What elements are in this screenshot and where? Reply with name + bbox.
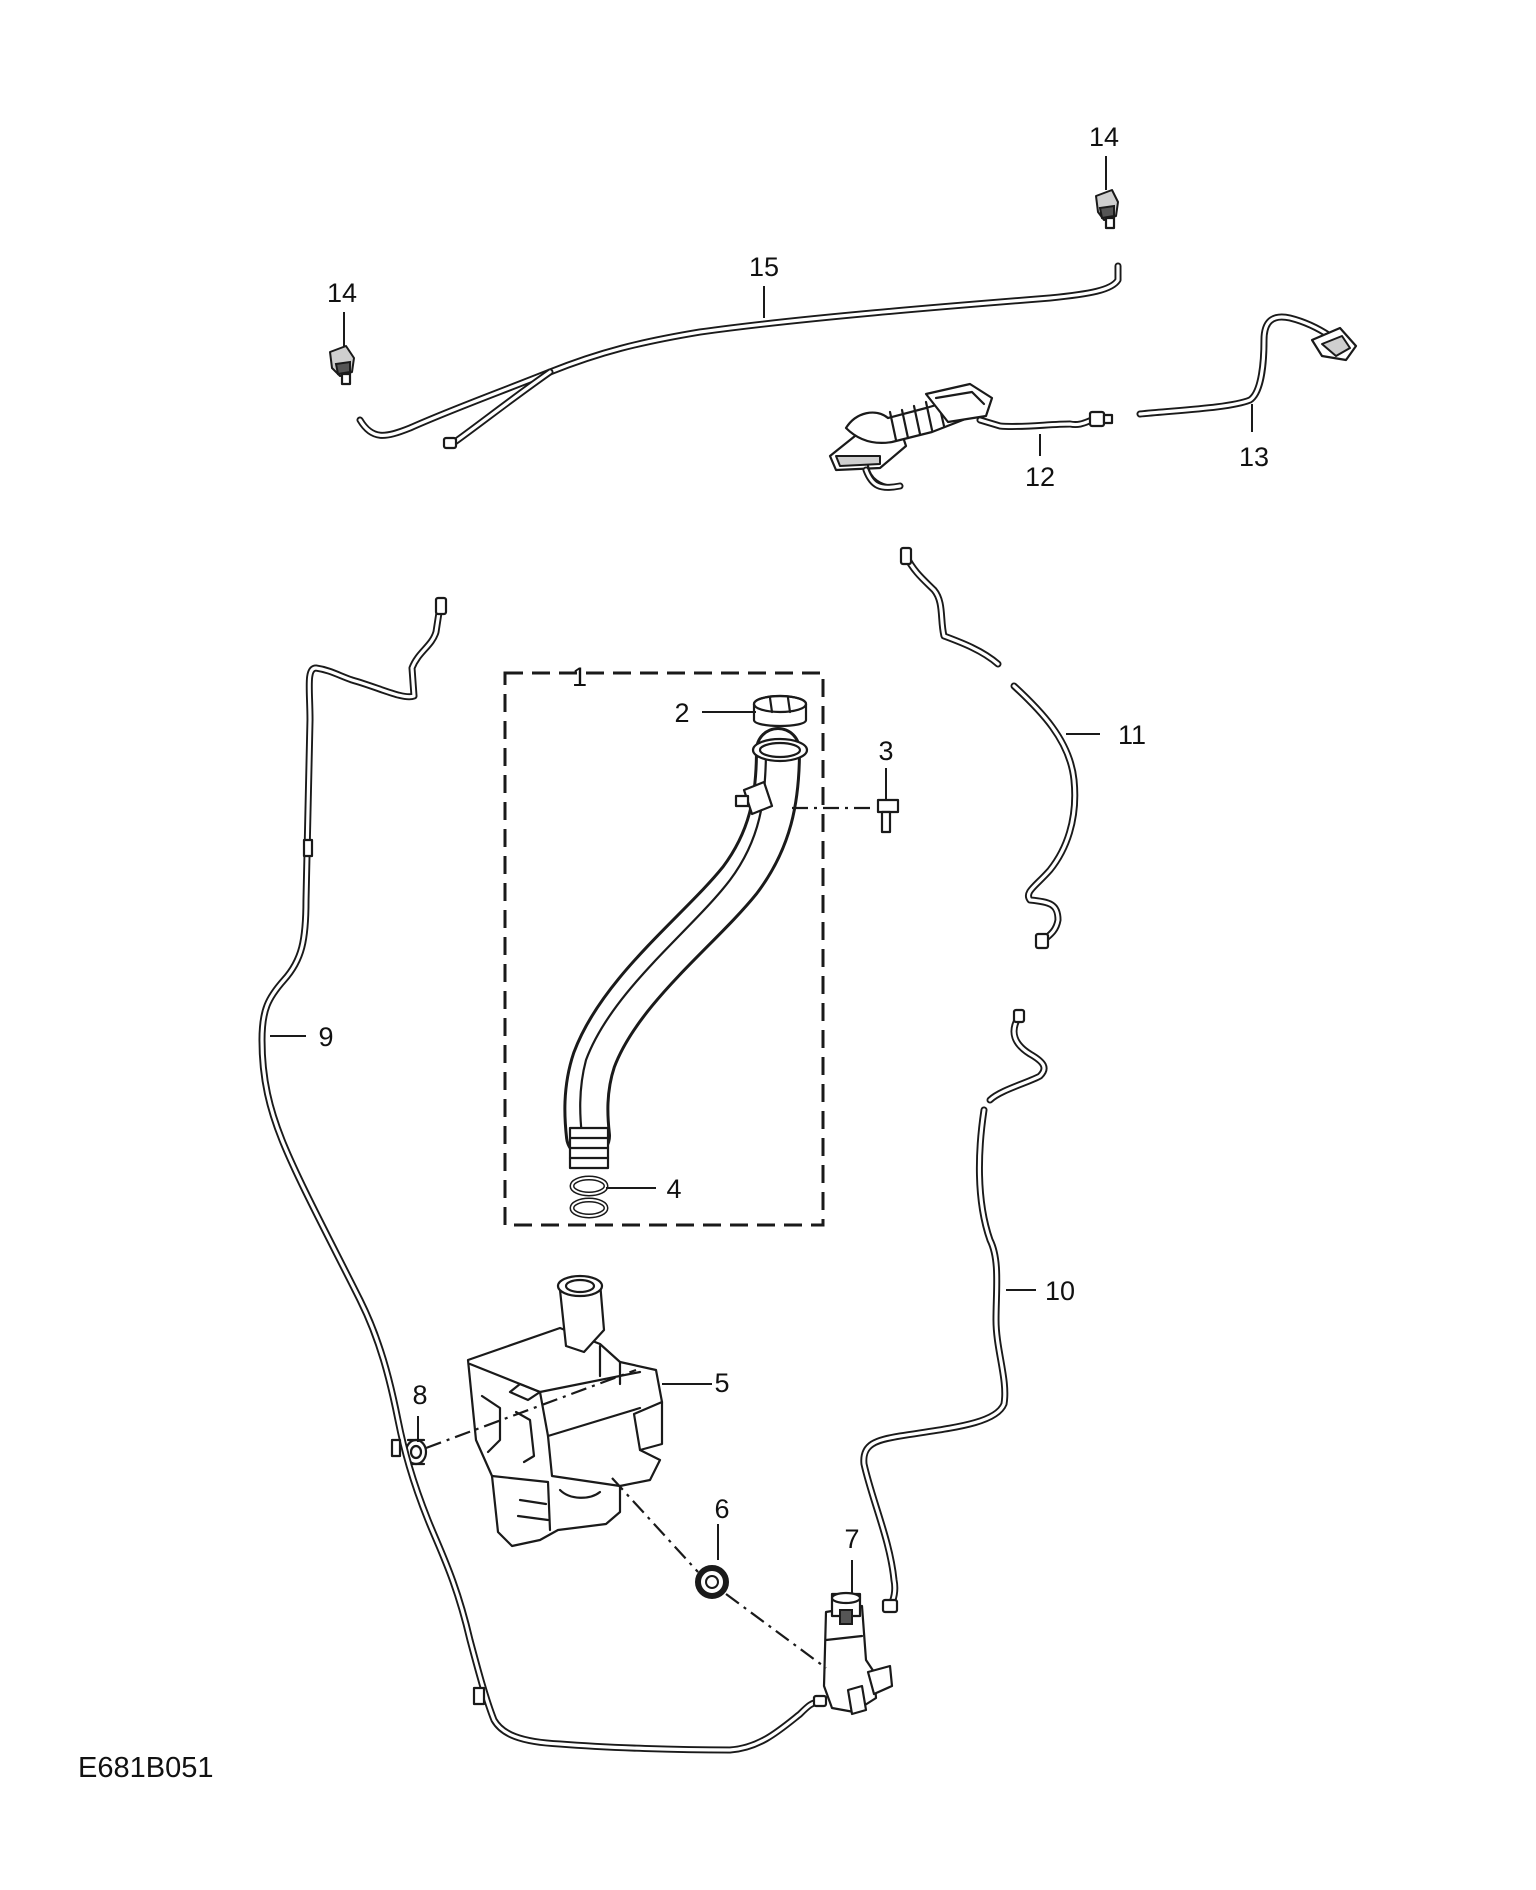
callout-10: 10 (1045, 1276, 1075, 1306)
callout-11: 11 (1118, 720, 1146, 750)
part-10-hose (860, 1008, 1048, 1614)
diagram-reference-code: E681B051 (78, 1752, 214, 1784)
part-8-bolt-icon (404, 1438, 428, 1466)
callout-12: 12 (1025, 462, 1055, 492)
part-15-hose (356, 262, 1122, 450)
part-9-hose (258, 596, 828, 1754)
callout-3: 3 (878, 736, 893, 766)
part-13-hose (1136, 313, 1358, 418)
callout-6: 6 (714, 1494, 729, 1524)
callout-5: 5 (714, 1368, 729, 1398)
part-7-washer-pump-icon (822, 1591, 894, 1716)
part-12-neck-seal-hose (828, 382, 1114, 491)
callout-labels: 1 2 3 4 5 6 7 8 9 10 11 12 13 14 14 15 (318, 122, 1269, 1554)
callout-1: 1 (572, 662, 587, 692)
callout-8: 8 (412, 1380, 427, 1410)
part-2-cap-icon (752, 694, 808, 728)
callout-4: 4 (666, 1174, 681, 1204)
part-14-jet-right-icon (1095, 189, 1119, 230)
callout-14-left: 14 (327, 278, 357, 308)
filler-neck-tube (563, 727, 809, 1170)
part-3-screw-icon (876, 798, 900, 834)
callout-2: 2 (674, 698, 689, 728)
part-6-grommet-icon (695, 1565, 729, 1599)
part-4-o-rings-icon (569, 1175, 609, 1219)
part-14-jet-left-icon (329, 345, 355, 386)
callout-7: 7 (844, 1524, 859, 1554)
callout-14-right: 14 (1089, 122, 1119, 152)
callout-9: 9 (318, 1022, 333, 1052)
part-11-hose (899, 546, 1079, 950)
kit-boundary-box (503, 671, 825, 1227)
callout-15: 15 (749, 252, 779, 282)
leader-lines (270, 156, 1253, 1594)
part-5-reservoir (466, 1274, 664, 1548)
callout-13: 13 (1239, 442, 1269, 472)
assembly-lines (425, 806, 876, 1669)
